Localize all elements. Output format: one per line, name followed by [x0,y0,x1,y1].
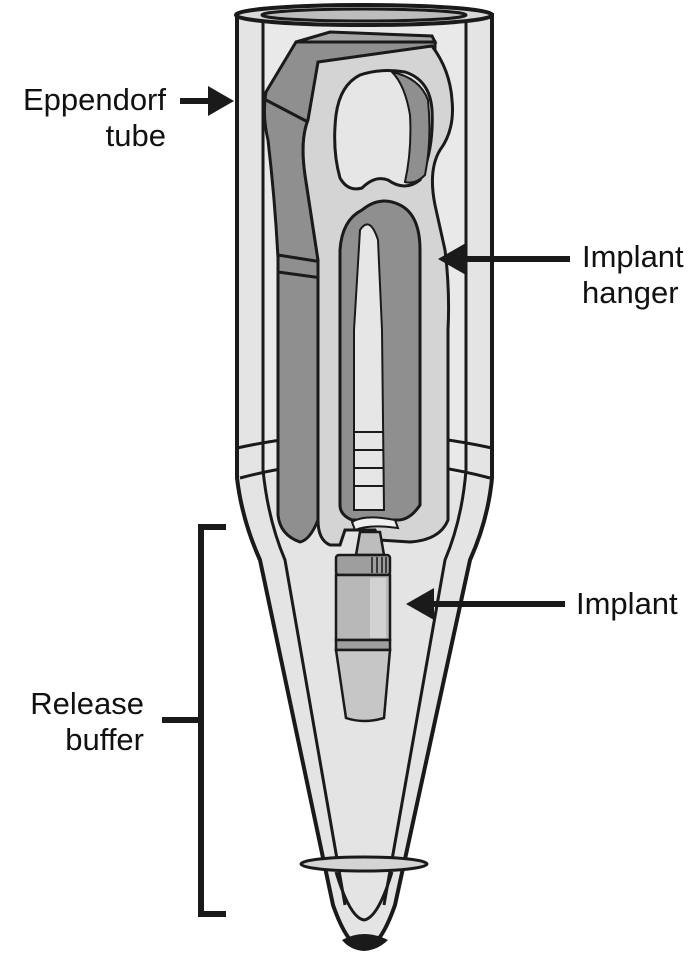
annotation-marks [162,86,570,917]
implant-hanger-label-line-2: hanger [582,275,679,310]
implant-hanger-label: Implant hanger [582,239,700,311]
eppendorf-tube-label-line-2: tube [105,118,166,153]
tube-inner-bottom [334,871,394,922]
hanger-band-lower-2 [277,270,323,280]
implant-tip [334,648,392,723]
tube-bottom-tip [342,934,388,951]
implant-band [334,638,392,652]
tube-rim-inner [260,7,468,23]
implant-arrow-head [406,588,434,620]
eppendorf-tube-label: Eppendorf tube [0,82,166,154]
hanger-rail-ticks [354,431,383,487]
release-buffer-label-line-2: buffer [65,722,144,757]
implant-label-text: Implant [576,586,678,621]
tube-cone-inner-right [382,469,468,906]
tube-cone-inner-left [261,469,347,906]
release-buffer-label: Release buffer [0,686,144,758]
implant-hanger-label-line-1: Implant [582,239,684,274]
hanger-clip [350,516,400,532]
release-buffer-label-line-1: Release [30,686,144,721]
hanger-band-lower-1 [277,253,323,264]
implant-body-highlight [370,578,386,638]
buffer-meniscus [299,855,429,873]
implant [334,530,392,723]
hanger-arrow-head [438,243,466,275]
eppendorf-tube-label-line-1: Eppendorf [22,82,166,117]
implant-hanger [262,30,454,547]
hanger-slot-rail [353,223,386,511]
eppendorf-arrow-head [208,86,234,116]
implant-label: Implant [576,586,696,622]
hanger-top-block [295,30,438,44]
hanger-upper-window-strip [388,70,431,184]
hanger-band-upper [265,98,309,124]
implant-neck [354,530,386,557]
implant-collar-ribs [371,557,387,573]
release-buffer-bracket [198,524,226,917]
